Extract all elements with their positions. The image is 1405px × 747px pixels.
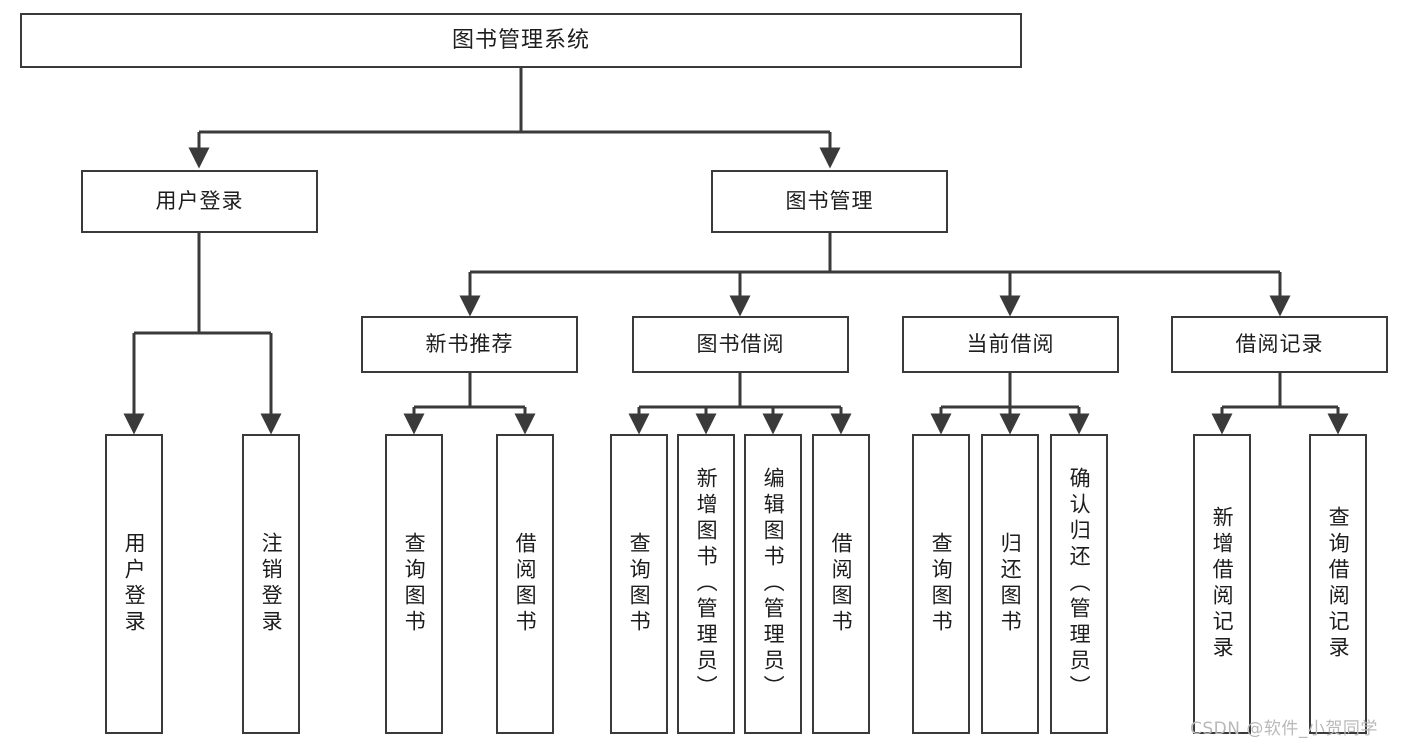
node-label: 查询图书	[929, 532, 954, 636]
node-label: 借阅记录	[1235, 332, 1324, 357]
node-label: 新增图书（管理员）	[694, 467, 719, 701]
node-book-management[interactable]: 图书管理	[711, 170, 948, 233]
leaf-record-add-borrow-record[interactable]: 新增借阅记录	[1193, 434, 1251, 734]
node-new-book-recommend[interactable]: 新书推荐	[361, 316, 578, 373]
leaf-current-query-book[interactable]: 查询图书	[912, 434, 970, 734]
node-label: 查询借阅记录	[1326, 506, 1351, 662]
node-label: 新增借阅记录	[1210, 506, 1235, 662]
node-label: 编辑图书（管理员）	[761, 467, 786, 701]
node-label: 确认归还（管理员）	[1067, 467, 1092, 701]
node-label: 查询图书	[402, 532, 427, 636]
node-label: 新书推荐	[425, 332, 514, 357]
leaf-user-login[interactable]: 用户登录	[105, 434, 163, 734]
node-book-borrow[interactable]: 图书借阅	[632, 316, 849, 373]
node-current-borrow[interactable]: 当前借阅	[902, 316, 1119, 373]
node-label: 查询图书	[627, 532, 652, 636]
node-borrow-record[interactable]: 借阅记录	[1171, 316, 1388, 373]
node-user-login[interactable]: 用户登录	[81, 170, 318, 233]
node-label: 用户登录	[122, 532, 147, 636]
leaf-record-query-borrow-record[interactable]: 查询借阅记录	[1309, 434, 1367, 734]
node-label: 注销登录	[259, 532, 284, 636]
leaf-borrow-query-book[interactable]: 查询图书	[610, 434, 668, 734]
node-label: 归还图书	[998, 532, 1023, 636]
node-label: 图书管理系统	[451, 27, 590, 53]
leaf-borrow-borrow-book[interactable]: 借阅图书	[812, 434, 870, 734]
leaf-recommend-query-book[interactable]: 查询图书	[385, 434, 443, 734]
leaf-current-return-book[interactable]: 归还图书	[981, 434, 1039, 734]
leaf-current-confirm-return-admin[interactable]: 确认归还（管理员）	[1050, 434, 1108, 734]
csdn-watermark: CSDN @软件_小贺同学	[1190, 719, 1378, 739]
node-label: 借阅图书	[513, 532, 538, 636]
node-label: 借阅图书	[829, 532, 854, 636]
node-label: 用户登录	[155, 189, 244, 214]
node-root-book-management-system[interactable]: 图书管理系统	[20, 13, 1022, 68]
node-label: 当前借阅	[966, 332, 1055, 357]
leaf-logout[interactable]: 注销登录	[242, 434, 300, 734]
node-label: 图书管理	[785, 189, 874, 214]
leaf-borrow-edit-book-admin[interactable]: 编辑图书（管理员）	[744, 434, 802, 734]
leaf-recommend-borrow-book[interactable]: 借阅图书	[496, 434, 554, 734]
leaf-borrow-add-book-admin[interactable]: 新增图书（管理员）	[677, 434, 735, 734]
node-label: 图书借阅	[696, 332, 785, 357]
